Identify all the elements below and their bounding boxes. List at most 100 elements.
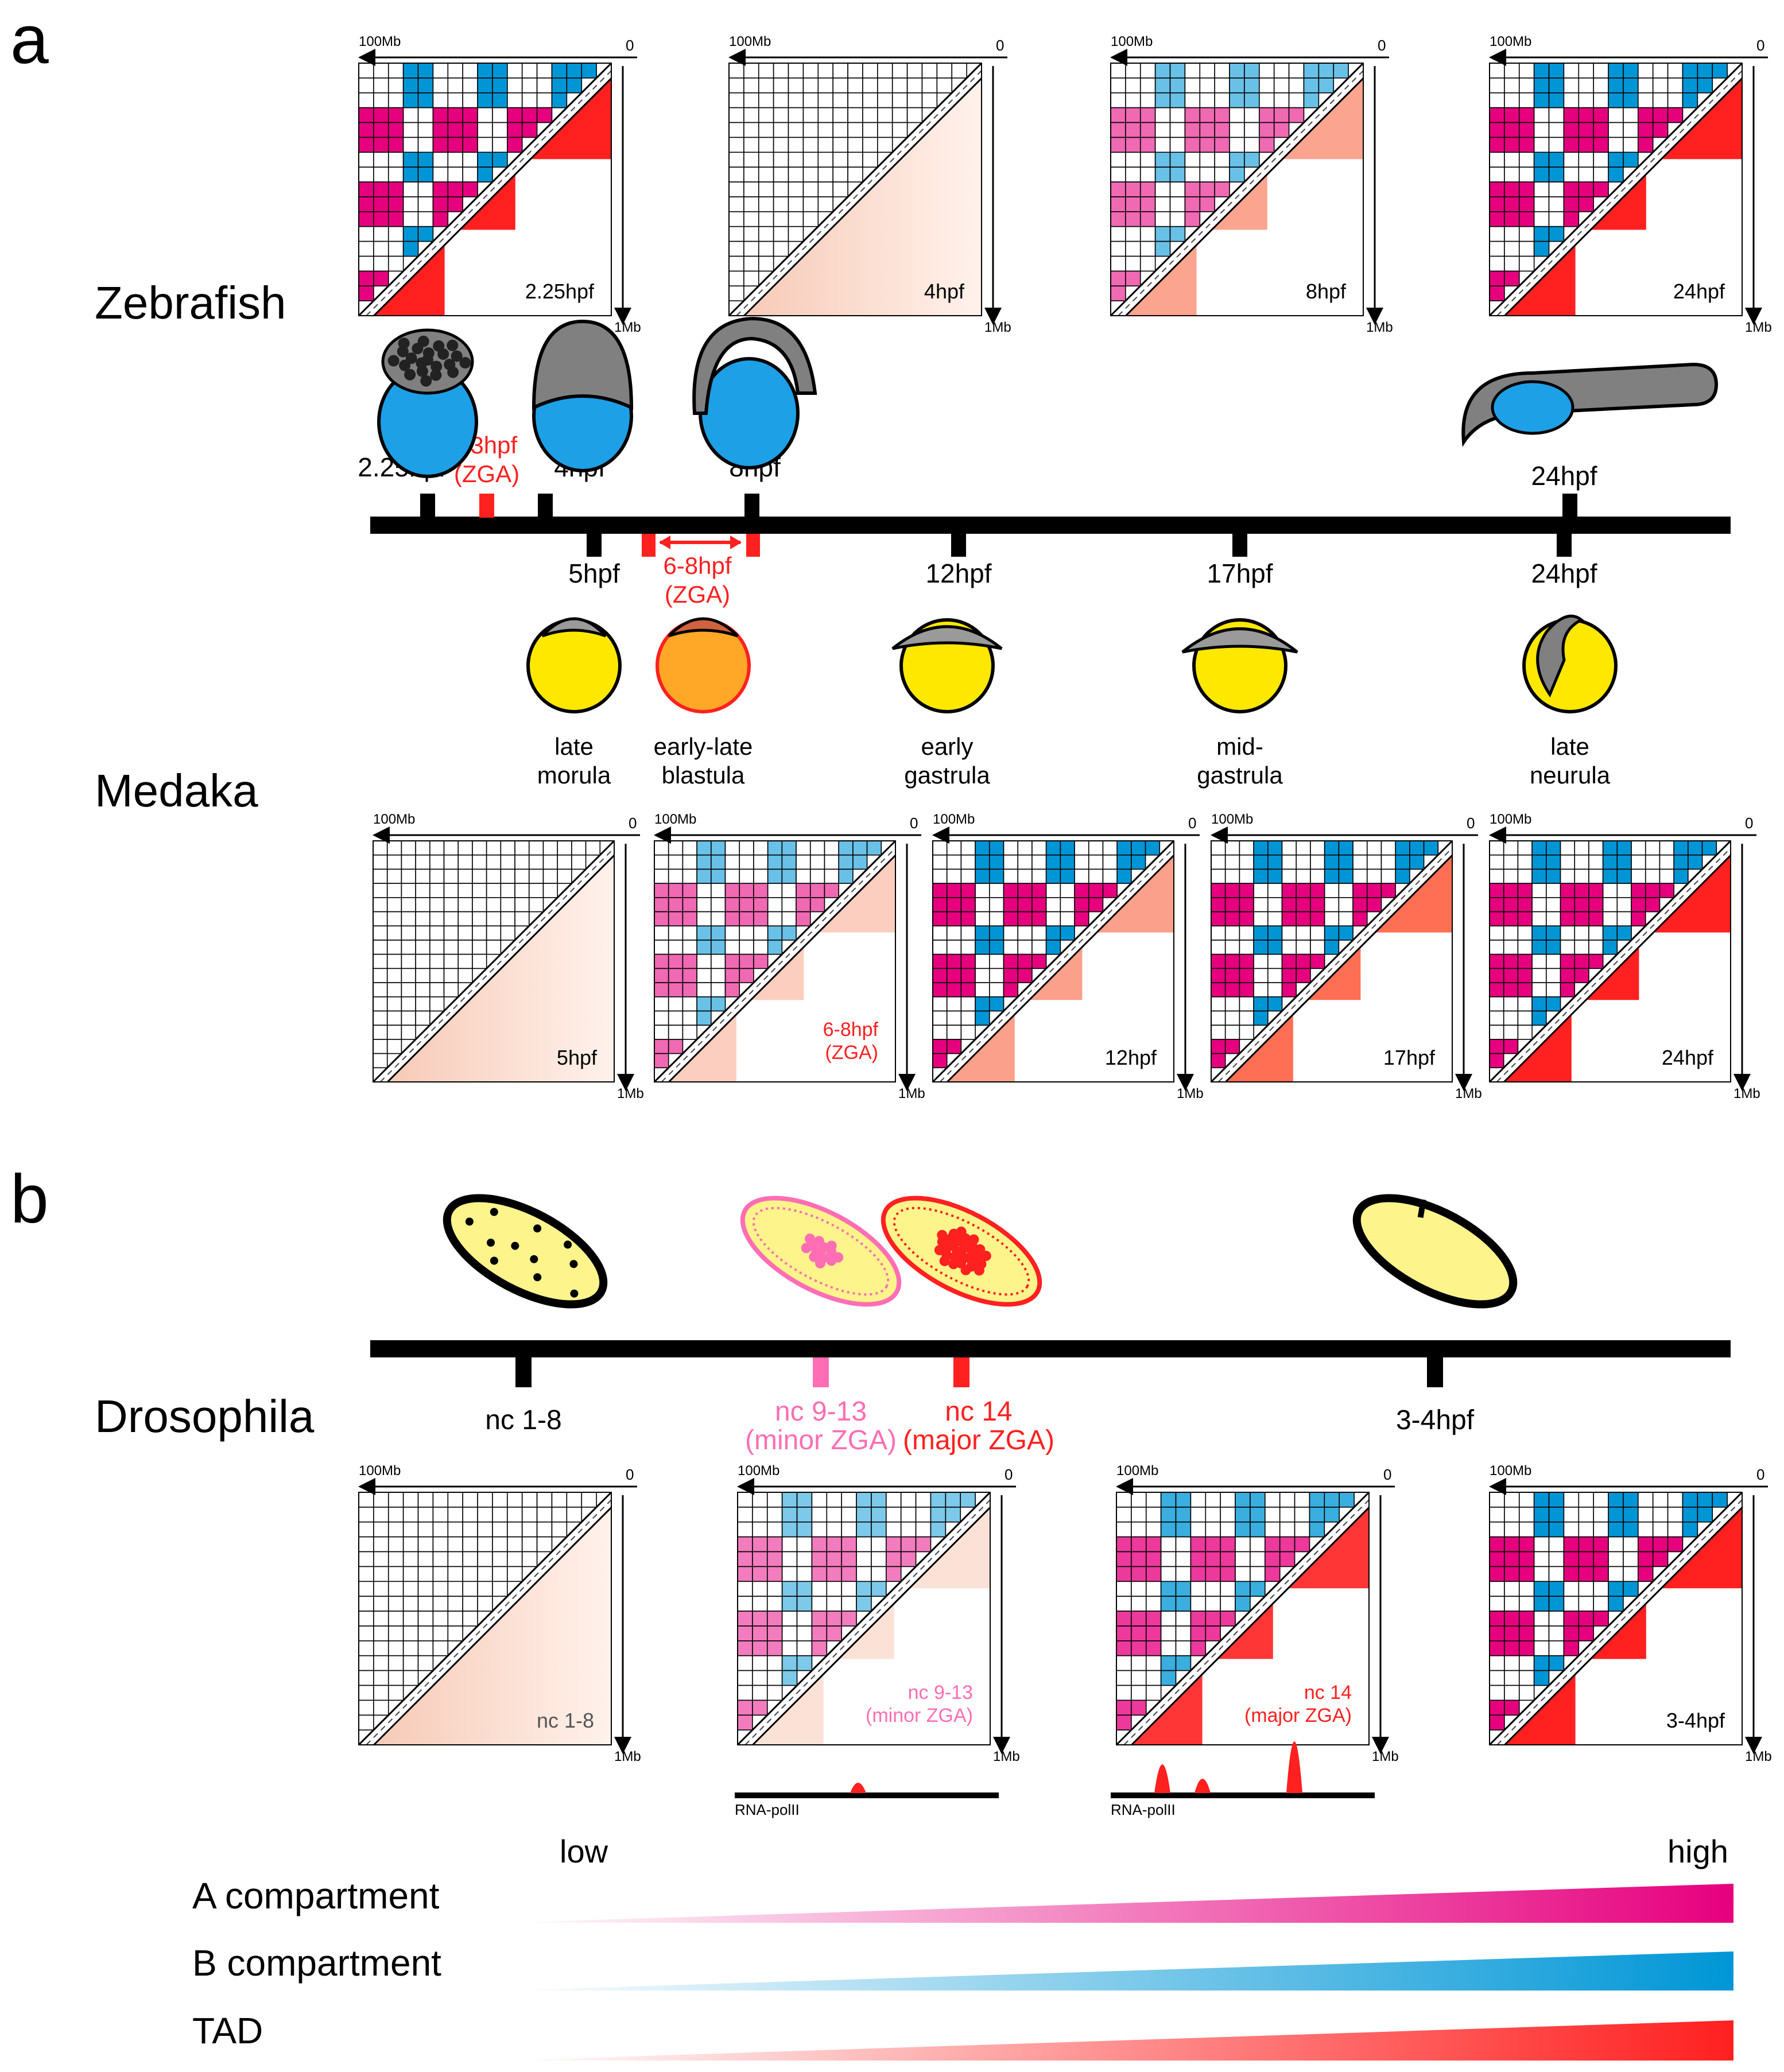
- hic-cell: [1154, 240, 1171, 257]
- hic-cell: [743, 181, 759, 197]
- hic-cell: [1518, 1507, 1535, 1523]
- map-stage-label: 17hpf: [1383, 1046, 1436, 1069]
- hic-cell: [1220, 1611, 1236, 1627]
- diagonal-line: [372, 840, 615, 1083]
- hic-cell: [1533, 196, 1550, 212]
- hic-cell: [788, 107, 804, 123]
- zebrafish-tick: [744, 494, 759, 518]
- hic-cell: [654, 1025, 669, 1040]
- diagonal-line: [736, 1491, 991, 1746]
- hic-cell: [387, 255, 404, 272]
- hic-cell: [462, 1551, 478, 1567]
- hic-cell: [1125, 137, 1141, 153]
- hic-cell: [1169, 63, 1186, 79]
- diagonal-line: [668, 855, 897, 1083]
- embryo-nucleus: [564, 1240, 572, 1249]
- embryo-nucleus: [530, 1255, 538, 1263]
- hic-cell: [1239, 883, 1254, 898]
- hic-cell: [1045, 840, 1061, 856]
- hic-cell: [1239, 1025, 1254, 1040]
- hic-cell: [1504, 63, 1520, 79]
- hic-cell: [824, 854, 839, 870]
- hic-cell: [1267, 868, 1283, 884]
- hic-cell: [788, 63, 804, 79]
- hic-cell: [711, 840, 726, 856]
- hic-cell: [1110, 63, 1126, 79]
- hic-cell: [1533, 107, 1550, 123]
- hic-cell: [1199, 166, 1215, 183]
- hic-cell: [521, 1551, 538, 1567]
- hic-cell: [1608, 1596, 1624, 1612]
- hic-cell: [1045, 925, 1061, 941]
- hic-cell: [1235, 1492, 1251, 1508]
- hic-cell: [1673, 840, 1689, 856]
- hic-cell: [536, 1521, 553, 1538]
- hic-cell: [921, 77, 938, 94]
- hic-cell: [1139, 196, 1156, 212]
- hic-cell: [1199, 63, 1215, 79]
- embryo-body: [1352, 1194, 1518, 1309]
- hic-cell: [739, 968, 754, 983]
- hic-cell: [1423, 840, 1439, 856]
- hic-cell: [462, 1536, 478, 1553]
- hic-cell: [877, 122, 893, 138]
- hic-cell: [960, 911, 976, 927]
- axis-zero-label: 0: [626, 37, 634, 54]
- medaka-embryo-label-line2: morula: [537, 762, 611, 789]
- embryo-nucleus: [533, 1273, 542, 1282]
- hic-cell: [1296, 940, 1311, 955]
- hic-cell: [1154, 63, 1171, 79]
- hic-cell: [773, 166, 789, 183]
- hic-cell: [1623, 1521, 1639, 1538]
- hic-cell: [932, 940, 948, 955]
- hic-cell: [1224, 996, 1240, 1012]
- hic-cell: [1546, 854, 1561, 870]
- zebrafish-label: Zebrafish: [95, 277, 286, 328]
- hic-cell: [1616, 868, 1632, 884]
- hic-cell: [1563, 1536, 1580, 1553]
- hic-cell: [443, 968, 459, 983]
- hic-cell: [402, 63, 419, 79]
- embryo-cell: [433, 340, 445, 352]
- hic-cell: [1593, 166, 1609, 183]
- hic-cell: [1267, 940, 1283, 955]
- hic-cell: [417, 152, 434, 168]
- hic-cell: [1380, 840, 1396, 856]
- hic-cell: [832, 137, 848, 153]
- hic-cell: [387, 77, 404, 94]
- hic-cell: [1338, 883, 1353, 898]
- hic-cell: [724, 854, 740, 870]
- hic-cell: [373, 270, 389, 287]
- hic-cell: [781, 911, 797, 927]
- hic-cell: [1548, 77, 1565, 94]
- hic-cell: [758, 107, 774, 123]
- hic-cell: [417, 107, 434, 123]
- hic-cell: [1697, 1507, 1713, 1523]
- hic-cell: [856, 1596, 872, 1612]
- hic-cell: [443, 883, 459, 898]
- hic-cell: [1273, 107, 1290, 123]
- axis-bottom-label: 1Mb: [614, 1749, 641, 1764]
- hic-cell: [1131, 1670, 1147, 1686]
- hic-cell: [1281, 953, 1297, 969]
- hic-cell: [358, 1655, 374, 1671]
- hic-cell: [682, 996, 697, 1012]
- hic-cell: [1548, 226, 1565, 242]
- hic-cell: [477, 1596, 493, 1612]
- hic-cell: [1324, 840, 1340, 856]
- hic-cell: [1623, 1581, 1639, 1597]
- hic-cell: [358, 181, 374, 197]
- hic-cell: [492, 1492, 508, 1508]
- hic-cell: [930, 1507, 947, 1523]
- hic-cell: [1088, 868, 1104, 884]
- map-stage-sublabel: (minor ZGA): [866, 1705, 973, 1726]
- hic-cell: [1160, 1611, 1177, 1627]
- hic-cell: [946, 897, 962, 913]
- hic-cell: [1154, 107, 1171, 123]
- hic-cell: [946, 953, 962, 969]
- hic-cell: [1125, 77, 1141, 94]
- hic-cell: [668, 1025, 684, 1040]
- hic-cell: [1533, 1625, 1550, 1642]
- diagonal-line: [373, 1507, 612, 1746]
- hic-cell: [507, 137, 523, 153]
